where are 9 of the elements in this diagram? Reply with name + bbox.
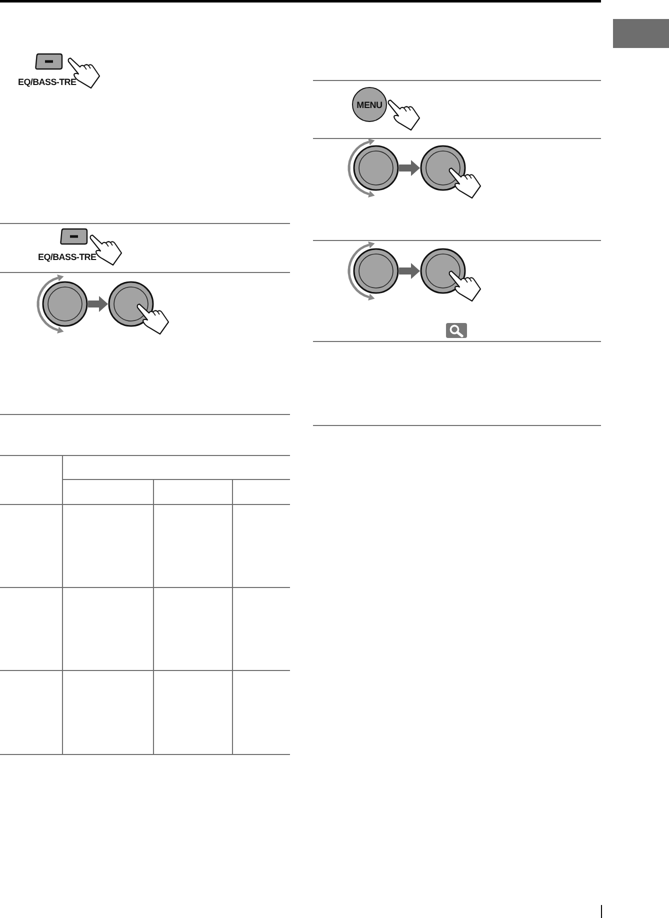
rotary-knob-icon: [346, 241, 399, 301]
round-button: MENU: [352, 87, 387, 122]
arrow: [399, 263, 420, 279]
arrow: [399, 160, 420, 176]
arrow: [88, 296, 108, 312]
rotary-knob-icon: [35, 274, 88, 334]
button-label: EQ/BASS-TRE: [38, 252, 96, 262]
rotary-knob-icon: [346, 138, 399, 198]
button-label: EQ/BASS-TRE: [18, 77, 76, 87]
